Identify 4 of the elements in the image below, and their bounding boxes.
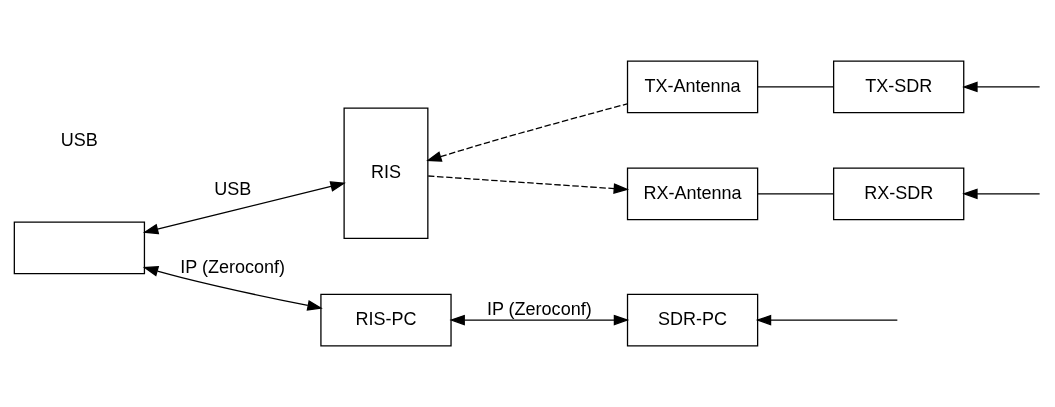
edge-label: IP (Zeroconf): [486, 299, 592, 320]
edge-label: IP (Zeroconf): [180, 256, 286, 277]
edge-label: USB: [214, 179, 252, 200]
label: USB: [60, 129, 98, 150]
